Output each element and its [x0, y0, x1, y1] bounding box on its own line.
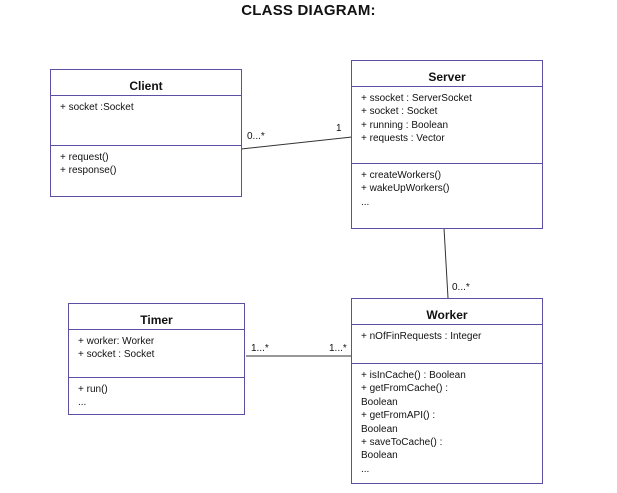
method: ... — [361, 196, 370, 208]
attribute: + socket : Socket — [78, 349, 155, 361]
client-methods: + request() + response() — [51, 146, 241, 178]
attribute: + ssocket : ServerSocket — [361, 93, 472, 104]
method: + request() — [60, 152, 109, 163]
method: ... — [78, 397, 87, 409]
class-name-timer: Timer — [69, 304, 244, 330]
method: + getFromAPI() : — [361, 410, 436, 422]
multiplicity-timer-end: 1...* — [251, 343, 269, 354]
method: + response() — [60, 165, 117, 177]
worker-methods: + isInCache() : Boolean + getFromCache()… — [352, 364, 542, 476]
server-methods: + createWorkers() + wakeUpWorkers() ... — [352, 164, 542, 209]
class-client[interactable]: Client + socket :Socket + request() + re… — [50, 69, 242, 197]
class-timer[interactable]: Timer + worker: Worker + socket : Socket… — [68, 303, 245, 415]
timer-attributes: + worker: Worker + socket : Socket — [69, 330, 244, 378]
worker-attributes: + nOfFinRequests : Integer — [352, 325, 542, 364]
server-attributes: + ssocket : ServerSocket + socket : Sock… — [352, 87, 542, 164]
class-name-client: Client — [51, 70, 241, 96]
attribute: + worker: Worker — [78, 336, 155, 347]
multiplicity-client-end: 0...* — [247, 131, 265, 142]
multiplicity-worker-end-server: 0...* — [452, 282, 470, 293]
method: Boolean — [361, 396, 398, 408]
class-worker[interactable]: Worker + nOfFinRequests : Integer + isIn… — [351, 298, 543, 484]
association-client-server — [240, 136, 353, 150]
method: + wakeUpWorkers() — [361, 183, 450, 195]
method: + saveToCache() : — [361, 437, 443, 449]
attribute: + socket : Socket — [361, 106, 438, 118]
timer-methods: + run() ... — [69, 378, 244, 410]
diagram-title: CLASS DIAGRAM: — [241, 2, 376, 19]
method: ... — [361, 463, 370, 475]
class-name-worker: Worker — [352, 299, 542, 325]
method: Boolean — [361, 423, 398, 435]
method: + getFromCache() : — [361, 383, 448, 395]
method: + createWorkers() — [361, 170, 442, 181]
method: + isInCache() : Boolean — [361, 370, 466, 381]
method: Boolean — [361, 450, 398, 462]
attribute: + running : Boolean — [361, 119, 449, 131]
association-server-worker — [443, 227, 449, 299]
attribute: + requests : Vector — [361, 133, 445, 145]
multiplicity-server-end: 1 — [336, 123, 342, 134]
class-name-server: Server — [352, 61, 542, 87]
multiplicity-worker-end-timer: 1...* — [329, 343, 347, 354]
method: + run() — [78, 384, 108, 395]
attribute: + socket :Socket — [60, 102, 134, 113]
client-attributes: + socket :Socket — [51, 96, 241, 146]
attribute: + nOfFinRequests : Integer — [361, 331, 482, 342]
class-server[interactable]: Server + ssocket : ServerSocket + socket… — [351, 60, 543, 229]
